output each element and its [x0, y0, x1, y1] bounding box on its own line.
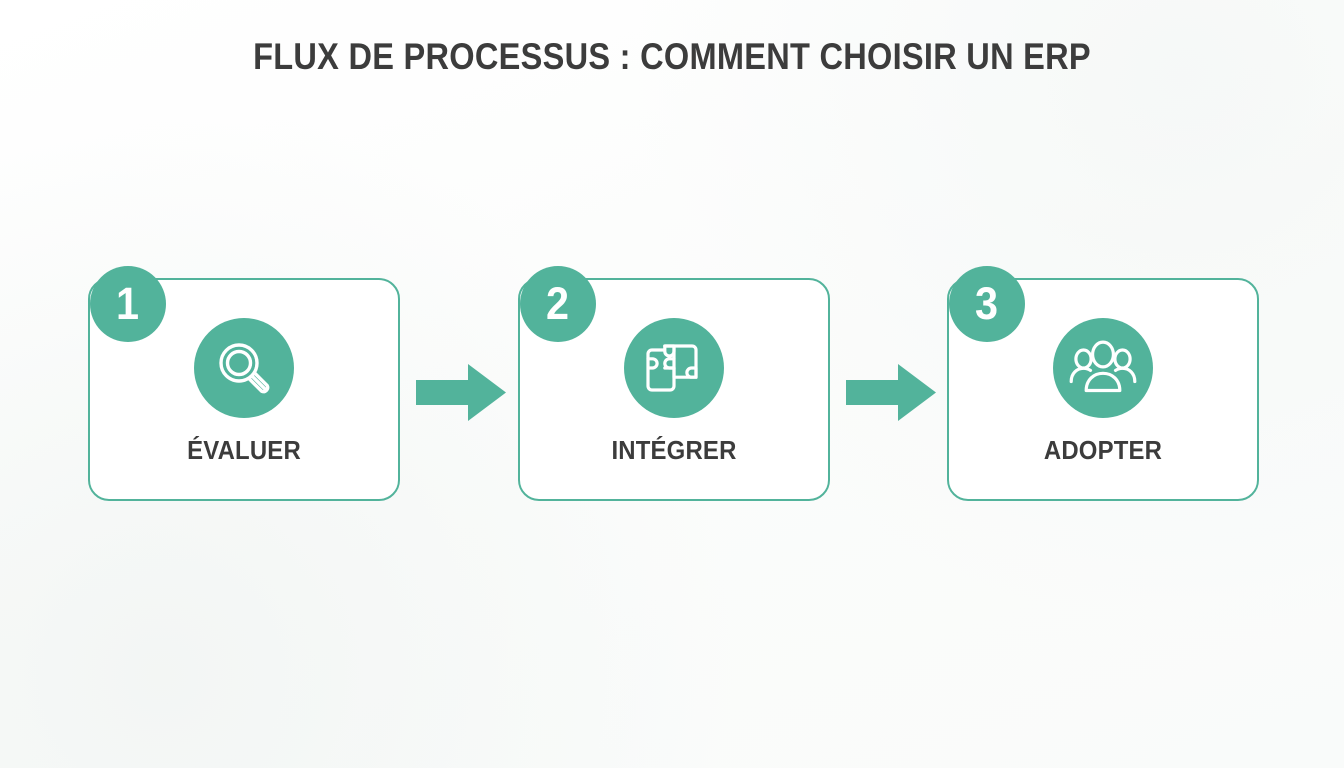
- step-card-3[interactable]: ADOPTER: [947, 278, 1259, 501]
- step-number-1: 1: [116, 277, 140, 329]
- page-title: FLUX DE PROCESSUS : COMMENT CHOISIR UN E…: [253, 36, 1091, 77]
- group-of-people-icon: [1053, 318, 1153, 418]
- step-label-1: ÉVALUER: [187, 435, 301, 465]
- arrow-right-icon-1: [416, 364, 506, 421]
- step-badge-2: 2: [520, 266, 596, 342]
- arrow-right-icon-2: [846, 364, 936, 421]
- step-badge-1: 1: [90, 266, 166, 342]
- step-label-2: INTÉGRER: [611, 435, 737, 465]
- step-number-3: 3: [975, 277, 999, 329]
- step-label-3: ADOPTER: [1043, 435, 1163, 465]
- step-number-2: 2: [546, 277, 570, 329]
- magnifying-glass-icon: [194, 318, 294, 418]
- step-badge-3: 3: [949, 266, 1025, 342]
- puzzle-pieces-icon: [624, 318, 724, 418]
